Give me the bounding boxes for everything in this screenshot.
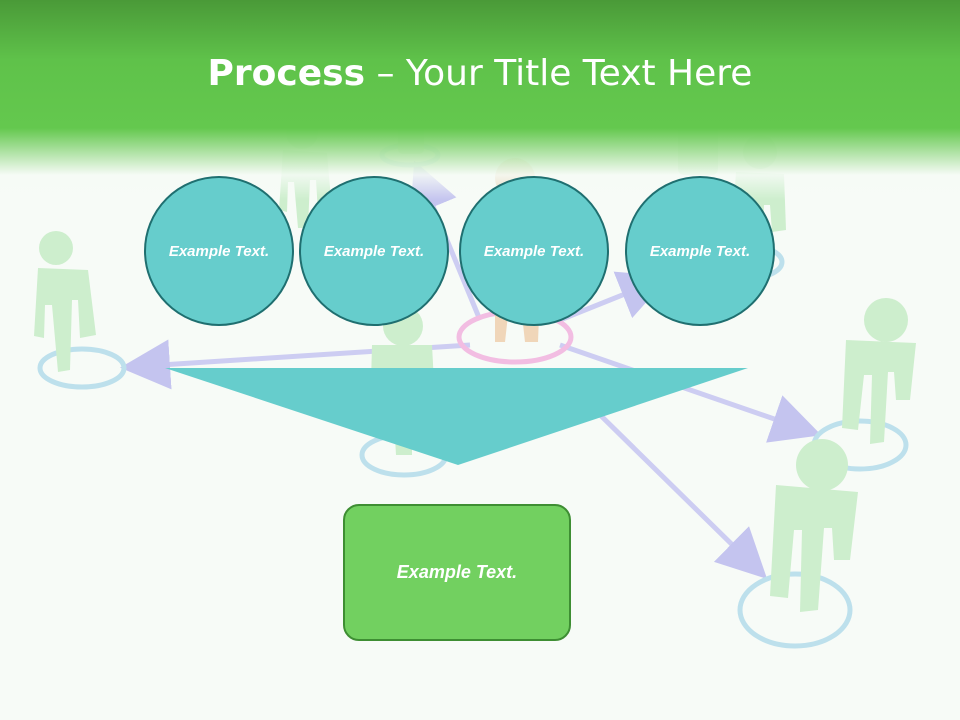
- result-label: Example Text.: [396, 562, 518, 582]
- example-circle-1[interactable]: Example Text.: [144, 176, 294, 326]
- example-circle-4[interactable]: Example Text.: [625, 176, 775, 326]
- example-circle-3[interactable]: Example Text.: [459, 176, 609, 326]
- example-circle-2[interactable]: Example Text.: [299, 176, 449, 326]
- title-strong: Process: [207, 53, 366, 94]
- result-box[interactable]: Example Text.: [343, 504, 571, 641]
- slide-title[interactable]: Process – Your Title Text Here: [0, 52, 960, 96]
- circle-label: Example Text.: [323, 242, 425, 260]
- title-rest: – Your Title Text Here: [365, 53, 753, 94]
- circle-label: Example Text.: [483, 242, 585, 260]
- circle-label: Example Text.: [649, 242, 751, 260]
- circle-label: Example Text.: [168, 242, 270, 260]
- title-band: [0, 0, 960, 200]
